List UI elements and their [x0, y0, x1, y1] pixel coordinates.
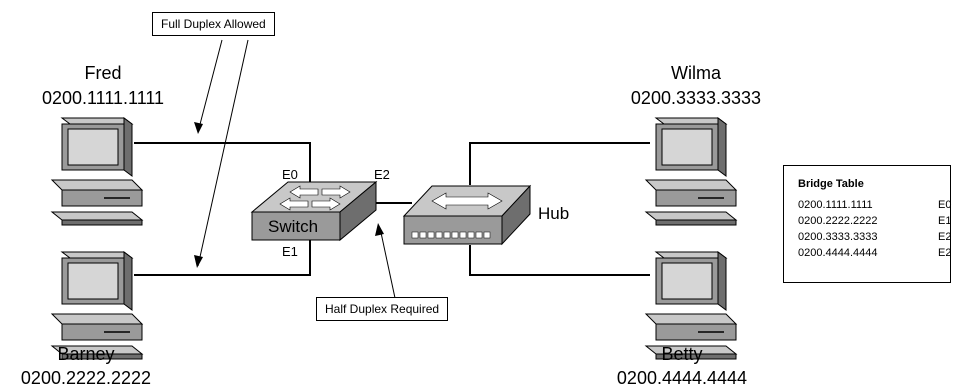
cable-hub-wilma — [469, 142, 650, 185]
cable-fred-switch — [134, 142, 311, 192]
switch-label: Switch — [268, 217, 319, 236]
cable-hub-betty — [469, 245, 650, 276]
cable-barney-switch — [134, 228, 311, 276]
bridge-table: Bridge Table 0200.1111.1111 E0 0200.2222… — [783, 165, 951, 283]
port-e0-label: E0 — [282, 167, 298, 182]
table-row-mac: 0200.4444.4444 — [798, 247, 878, 259]
switch-icon — [250, 180, 378, 242]
host-mac-fred: 0200.1111.1111 — [41, 88, 165, 108]
host-name-wilma: Wilma — [671, 63, 721, 83]
table-row-mac: 0200.3333.3333 — [798, 231, 878, 243]
host-mac-barney: 0200.2222.2222 — [20, 368, 152, 388]
table-row: 0200.4444.4444 E2 — [798, 247, 952, 259]
computer-barney-icon — [51, 251, 143, 360]
table-row: 0200.2222.2222 E1 — [798, 215, 952, 227]
computer-wilma-icon — [645, 117, 737, 226]
hub-label: Hub — [538, 204, 570, 223]
table-row-mac: 0200.2222.2222 — [798, 215, 878, 227]
table-row-port: E2 — [938, 247, 952, 259]
half-duplex-callout: Half Duplex Required — [316, 297, 449, 321]
table-row-mac: 0200.1111.1111 — [798, 199, 873, 211]
table-row: 0200.3333.3333 E2 — [798, 231, 952, 243]
cabling — [134, 142, 650, 276]
full-duplex-callout: Full Duplex Allowed — [152, 12, 275, 36]
table-row-port: E1 — [938, 215, 952, 227]
host-name-barney: Barney — [57, 344, 115, 364]
host-mac-betty: 0200.4444.4444 — [616, 368, 748, 388]
hub-icon — [402, 184, 532, 246]
table-row-port: E2 — [938, 231, 952, 243]
port-e2-label: E2 — [374, 167, 390, 182]
host-name-fred: Fred — [84, 63, 122, 83]
table-row-port: E0 — [938, 199, 952, 211]
table-row: 0200.1111.1111 E0 — [798, 199, 952, 211]
port-e1-label: E1 — [282, 244, 298, 259]
host-name-betty: Betty — [661, 344, 703, 364]
host-mac-wilma: 0200.3333.3333 — [630, 88, 762, 108]
callout-pointers — [194, 39, 396, 299]
bridge-table-title: Bridge Table — [798, 178, 864, 190]
computer-betty-icon — [645, 251, 737, 360]
computer-fred-icon — [51, 117, 143, 226]
